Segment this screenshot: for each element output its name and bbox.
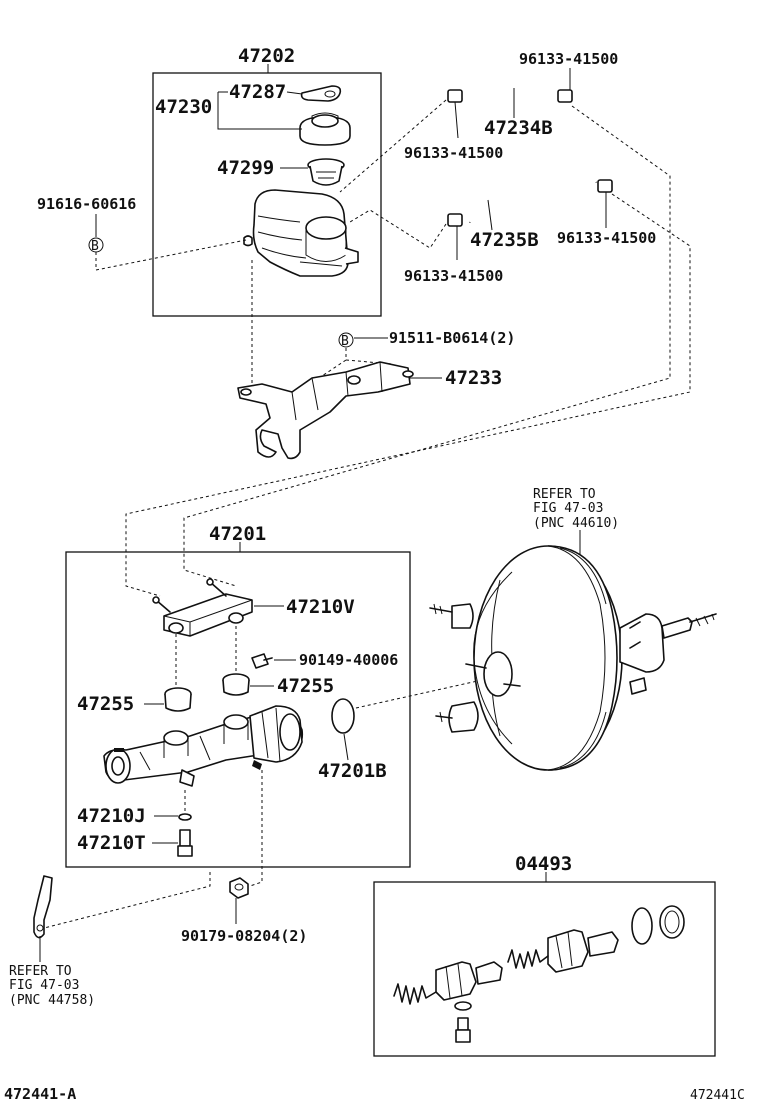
washer-47210J bbox=[178, 813, 192, 821]
part-number-47255-left: 47255 bbox=[77, 693, 134, 715]
ref-bracket-line3: (PNC 44758) bbox=[9, 993, 95, 1008]
part-number-47230: 47230 bbox=[155, 96, 212, 118]
reservoir-strainer-47299 bbox=[307, 158, 345, 186]
part-number-47210T: 47210T bbox=[77, 832, 146, 854]
ref-bracket-line2: FIG 47-03 bbox=[9, 978, 79, 993]
callout-marker-b-bracket-label: B bbox=[341, 334, 349, 349]
part-number-47210V: 47210V bbox=[286, 596, 355, 618]
reservoir-cap-47230 bbox=[299, 112, 351, 146]
brake-booster bbox=[429, 545, 717, 771]
repair-kit-box bbox=[373, 881, 716, 1057]
master-cylinder-group-box bbox=[65, 551, 411, 868]
part-number-04493: 04493 bbox=[515, 853, 572, 875]
part-number-clamp-top-right: 96133-41500 bbox=[519, 50, 618, 68]
part-number-47233: 47233 bbox=[445, 367, 502, 389]
o-ring-47201B bbox=[331, 698, 355, 734]
repair-kit-piston-set bbox=[393, 905, 685, 1043]
reservoir-adapter-47210V bbox=[152, 578, 253, 637]
ref-booster-line2: FIG 47-03 bbox=[533, 501, 603, 516]
diagram-code-left: 472441-A bbox=[4, 1085, 76, 1103]
nut-90179-08204 bbox=[229, 877, 249, 899]
reservoir-hose-47234B bbox=[447, 65, 573, 103]
reservoir-bracket-47233 bbox=[237, 361, 414, 460]
ref-booster-line3: (PNC 44610) bbox=[533, 516, 619, 531]
part-number-47287: 47287 bbox=[229, 81, 286, 103]
callout-marker-b-label: B bbox=[91, 239, 99, 254]
screw-90149-40006 bbox=[251, 653, 273, 669]
grommet-47255-right bbox=[222, 673, 250, 696]
reservoir-hose-47235B bbox=[447, 159, 613, 227]
part-number-91511-B0614: 91511-B0614(2) bbox=[389, 329, 515, 347]
reservoir-gasket-47287 bbox=[300, 85, 342, 102]
part-number-47201: 47201 bbox=[209, 523, 266, 545]
part-number-91616-60616: 91616-60616 bbox=[37, 195, 136, 213]
reservoir-tank bbox=[243, 189, 359, 277]
part-number-47235B: 47235B bbox=[470, 229, 539, 251]
callout-marker-b-bracket bbox=[338, 332, 354, 348]
bleeder-plug-47210T bbox=[177, 829, 193, 857]
part-number-47299: 47299 bbox=[217, 157, 274, 179]
diagram-code-right: 472441C bbox=[690, 1088, 745, 1103]
stop-light-bracket bbox=[33, 875, 53, 939]
reservoir-group-box bbox=[152, 72, 382, 317]
part-number-clamp-top-left: 96133-41500 bbox=[404, 144, 503, 162]
part-number-47201B: 47201B bbox=[318, 760, 387, 782]
grommet-47255-left bbox=[164, 687, 192, 712]
part-number-47210J: 47210J bbox=[77, 805, 146, 827]
ref-booster-line1: REFER TO bbox=[533, 487, 596, 502]
part-number-47234B: 47234B bbox=[484, 117, 553, 139]
part-number-clamp-bottom: 96133-41500 bbox=[404, 267, 503, 285]
part-number-90179-08204: 90179-08204(2) bbox=[181, 927, 307, 945]
part-number-clamp-mid-right: 96133-41500 bbox=[557, 229, 656, 247]
part-number-47255-right: 47255 bbox=[277, 675, 334, 697]
part-number-47202: 47202 bbox=[238, 45, 295, 67]
part-number-90149-40006: 90149-40006 bbox=[299, 651, 398, 669]
ref-bracket-line1: REFER TO bbox=[9, 964, 72, 979]
master-cylinder-body bbox=[103, 705, 304, 787]
